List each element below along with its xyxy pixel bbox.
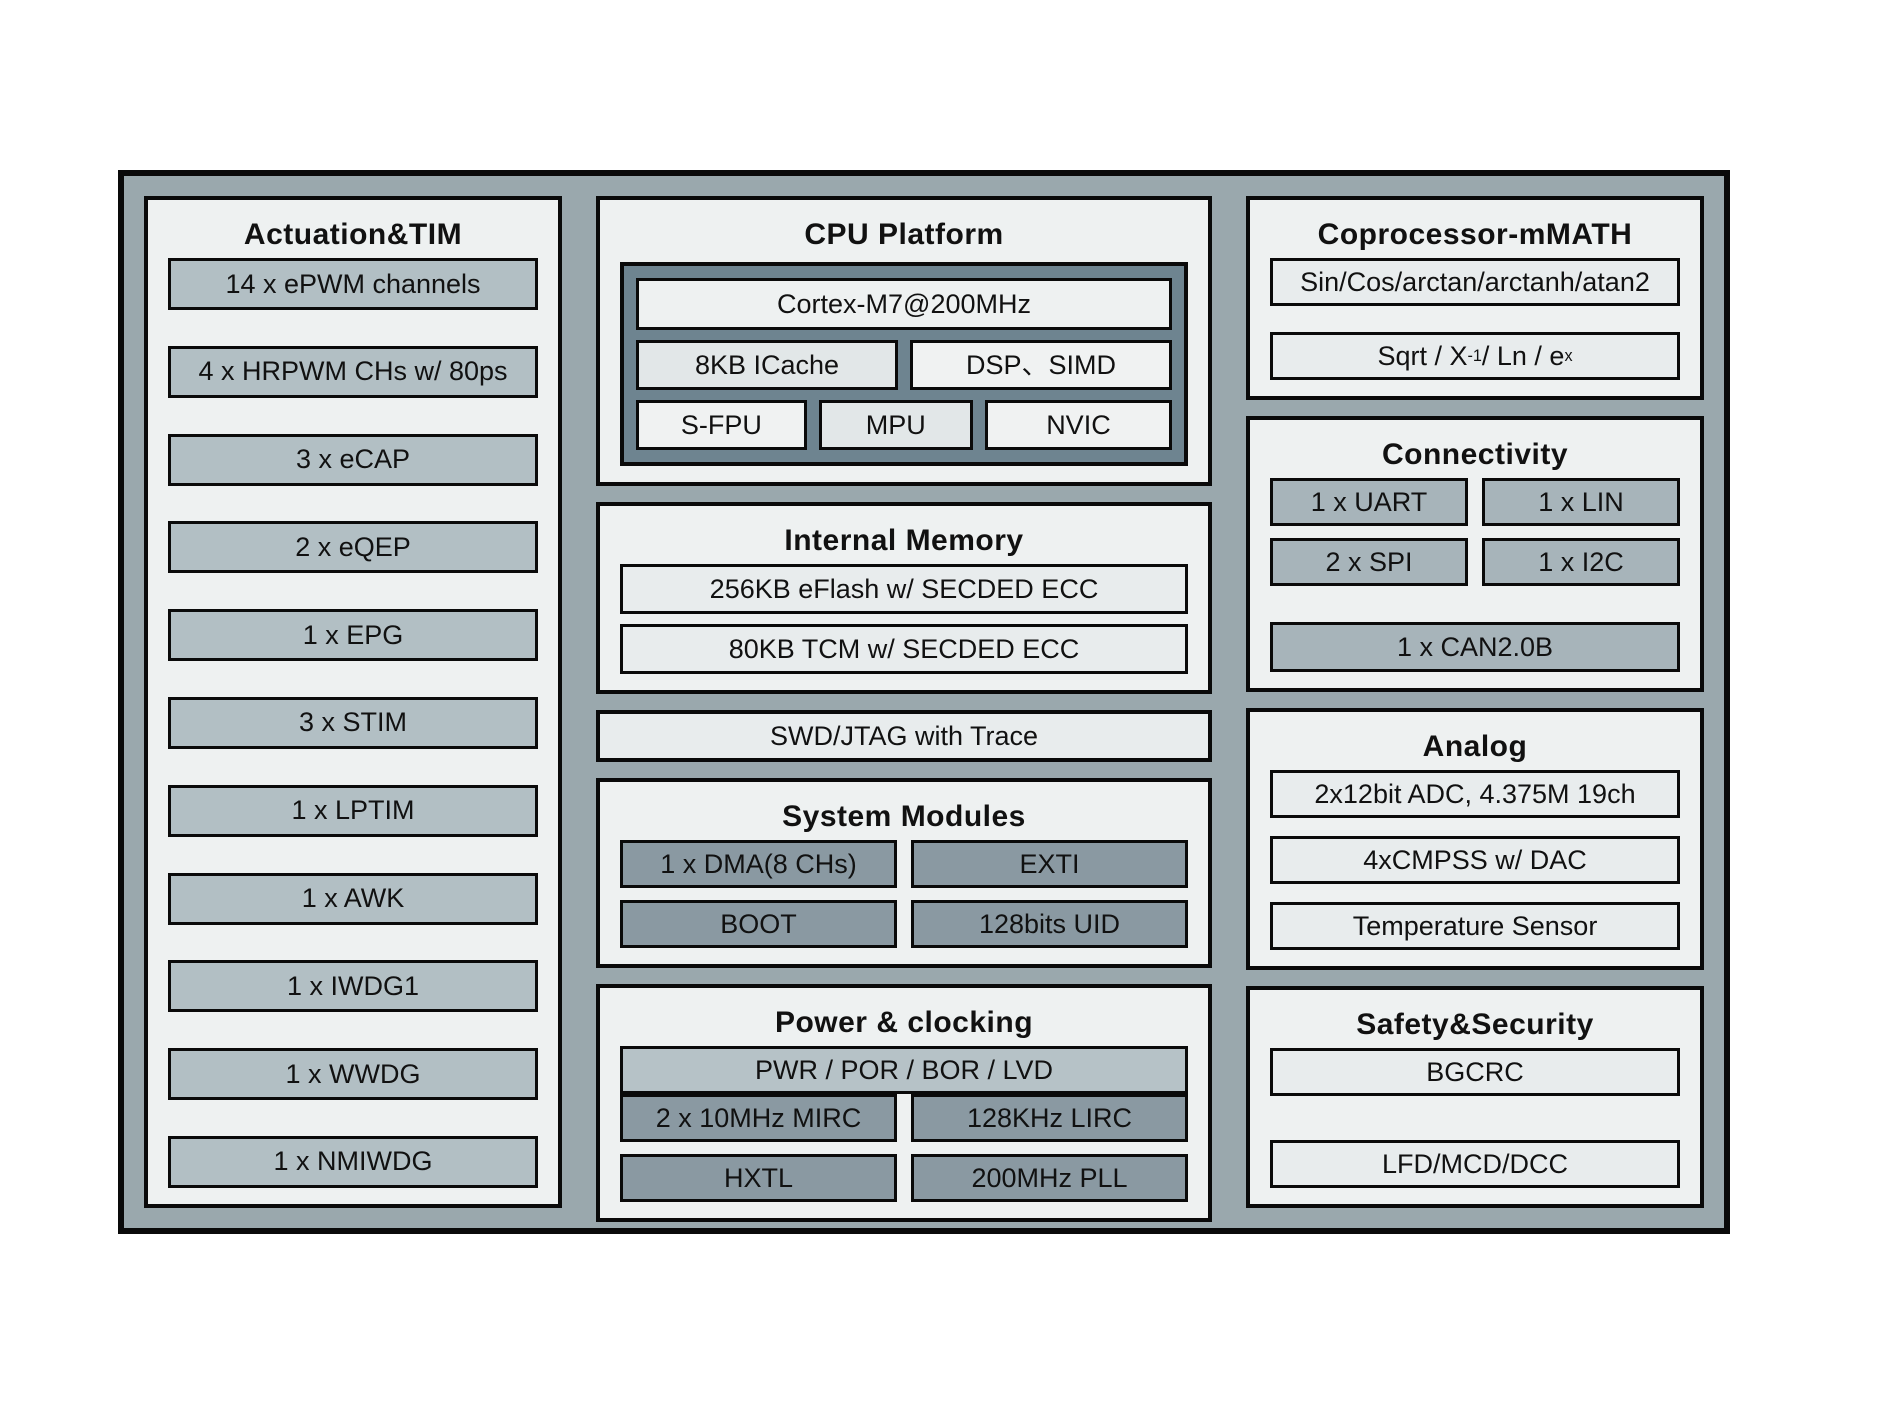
block-mirc: 2 x 10MHz MIRC	[620, 1094, 897, 1142]
connectivity-grid: 1 x UART 1 x LIN 2 x SPI 1 x I2C	[1270, 478, 1680, 586]
block-i2c: 1 x I2C	[1482, 538, 1680, 586]
analog-block-list: 2x12bit ADC, 4.375M 19ch 4xCMPSS w/ DAC …	[1270, 770, 1680, 950]
block-nvic: NVIC	[984, 400, 1173, 450]
block-bgcrc: BGCRC	[1270, 1048, 1680, 1096]
panel-power-clocking: Power & clocking PWR / POR / BOR / LVD 2…	[596, 984, 1212, 1222]
middle-column: CPU Platform Cortex-M7@200MHz 8KB ICache…	[596, 196, 1212, 1222]
block-stim: 3 x STIM	[168, 696, 538, 749]
block-lirc: 128KHz LIRC	[911, 1094, 1188, 1142]
block-adc: 2x12bit ADC, 4.375M 19ch	[1270, 770, 1680, 818]
block-awk: 1 x AWK	[168, 872, 538, 925]
block-iwdg1: 1 x IWDG1	[168, 960, 538, 1013]
block-dsp-simd: DSP、SIMD	[910, 340, 1172, 390]
block-lfd-mcd-dcc: LFD/MCD/DCC	[1270, 1140, 1680, 1188]
block-eqep: 2 x eQEP	[168, 521, 538, 574]
power-block-list: PWR / POR / BOR / LVD 2 x 10MHz MIRC 128…	[620, 1046, 1188, 1202]
block-pll: 200MHz PLL	[911, 1154, 1188, 1202]
power-clock-grid: 2 x 10MHz MIRC 128KHz LIRC HXTL 200MHz P…	[620, 1094, 1188, 1202]
block-lin: 1 x LIN	[1482, 478, 1680, 526]
section-title-cpu-platform: CPU Platform	[804, 218, 1004, 251]
panel-actuation-tim: Actuation&TIM 14 x ePWM channels 4 x HRP…	[144, 196, 562, 1208]
section-title-analog: Analog	[1422, 730, 1528, 763]
block-epg: 1 x EPG	[168, 609, 538, 662]
section-title-safety-security: Safety&Security	[1356, 1008, 1594, 1041]
section-title-coprocessor: Coprocessor-mMATH	[1317, 218, 1633, 251]
panel-system-modules: System Modules 1 x DMA(8 CHs) EXTI BOOT …	[596, 778, 1212, 968]
block-nmiwdg: 1 x NMIWDG	[168, 1135, 538, 1188]
block-boot: BOOT	[620, 900, 897, 948]
cpu-row-cache-dsp: 8KB ICache DSP、SIMD	[636, 340, 1172, 390]
coprocessor-block-list: Sin/Cos/arctan/arctanh/atan2 Sqrt / X-1 …	[1270, 258, 1680, 380]
panel-analog: Analog 2x12bit ADC, 4.375M 19ch 4xCMPSS …	[1246, 708, 1704, 970]
section-title-connectivity: Connectivity	[1381, 438, 1569, 471]
block-eflash: 256KB eFlash w/ SECDED ECC	[620, 564, 1188, 614]
block-can: 1 x CAN2.0B	[1270, 622, 1680, 672]
section-title-actuation-tim: Actuation&TIM	[243, 218, 463, 251]
block-dma: 1 x DMA(8 CHs)	[620, 840, 897, 888]
diagram-outer-frame: Actuation&TIM 14 x ePWM channels 4 x HRP…	[118, 170, 1730, 1234]
block-tcm: 80KB TCM w/ SECDED ECC	[620, 624, 1188, 674]
block-trig-functions: Sin/Cos/arctan/arctanh/atan2	[1270, 258, 1680, 306]
panel-connectivity: Connectivity 1 x UART 1 x LIN 2 x SPI 1 …	[1246, 416, 1704, 692]
block-epwm: 14 x ePWM channels	[168, 258, 538, 310]
block-uart: 1 x UART	[1270, 478, 1468, 526]
panel-internal-memory: Internal Memory 256KB eFlash w/ SECDED E…	[596, 502, 1212, 694]
connectivity-block-list: 1 x UART 1 x LIN 2 x SPI 1 x I2C 1 x CAN…	[1270, 478, 1680, 672]
block-pwr-por-bor-lvd: PWR / POR / BOR / LVD	[620, 1046, 1188, 1094]
section-title-system-modules: System Modules	[782, 800, 1026, 833]
panel-coprocessor-mmath: Coprocessor-mMATH Sin/Cos/arctan/arctanh…	[1246, 196, 1704, 400]
panel-safety-security: Safety&Security BGCRC LFD/MCD/DCC	[1246, 986, 1704, 1208]
block-swd-jtag-trace: SWD/JTAG with Trace	[596, 710, 1212, 762]
block-cmpss: 4xCMPSS w/ DAC	[1270, 836, 1680, 884]
safety-block-list: BGCRC LFD/MCD/DCC	[1270, 1048, 1680, 1188]
block-hxtl: HXTL	[620, 1154, 897, 1202]
block-spi: 2 x SPI	[1270, 538, 1468, 586]
block-uid: 128bits UID	[911, 900, 1188, 948]
block-ecap: 3 x eCAP	[168, 433, 538, 486]
block-lptim: 1 x LPTIM	[168, 784, 538, 837]
actuation-block-list: 14 x ePWM channels 4 x HRPWM CHs w/ 80ps…	[168, 258, 538, 1188]
memory-block-list: 256KB eFlash w/ SECDED ECC 80KB TCM w/ S…	[620, 564, 1188, 674]
section-title-internal-memory: Internal Memory	[784, 524, 1024, 557]
block-icache: 8KB ICache	[636, 340, 898, 390]
cpu-core-cluster: Cortex-M7@200MHz 8KB ICache DSP、SIMD S-F…	[620, 262, 1188, 466]
right-column: Coprocessor-mMATH Sin/Cos/arctan/arctanh…	[1246, 196, 1704, 1208]
block-cortex-m7: Cortex-M7@200MHz	[636, 278, 1172, 330]
section-title-power-clocking: Power & clocking	[774, 1006, 1034, 1039]
block-wwdg: 1 x WWDG	[168, 1048, 538, 1101]
cpu-row-fpu-mpu-nvic: S-FPU MPU NVIC	[636, 400, 1173, 450]
block-mpu: MPU	[818, 400, 973, 450]
block-hrpwm: 4 x HRPWM CHs w/ 80ps	[168, 345, 538, 398]
block-temp-sensor: Temperature Sensor	[1270, 902, 1680, 950]
panel-cpu-platform: CPU Platform Cortex-M7@200MHz 8KB ICache…	[596, 196, 1212, 486]
system-modules-grid: 1 x DMA(8 CHs) EXTI BOOT 128bits UID	[620, 840, 1188, 948]
block-exti: EXTI	[911, 840, 1188, 888]
system-modules-grid-wrap: 1 x DMA(8 CHs) EXTI BOOT 128bits UID	[620, 840, 1188, 948]
block-sfpu: S-FPU	[636, 400, 807, 450]
